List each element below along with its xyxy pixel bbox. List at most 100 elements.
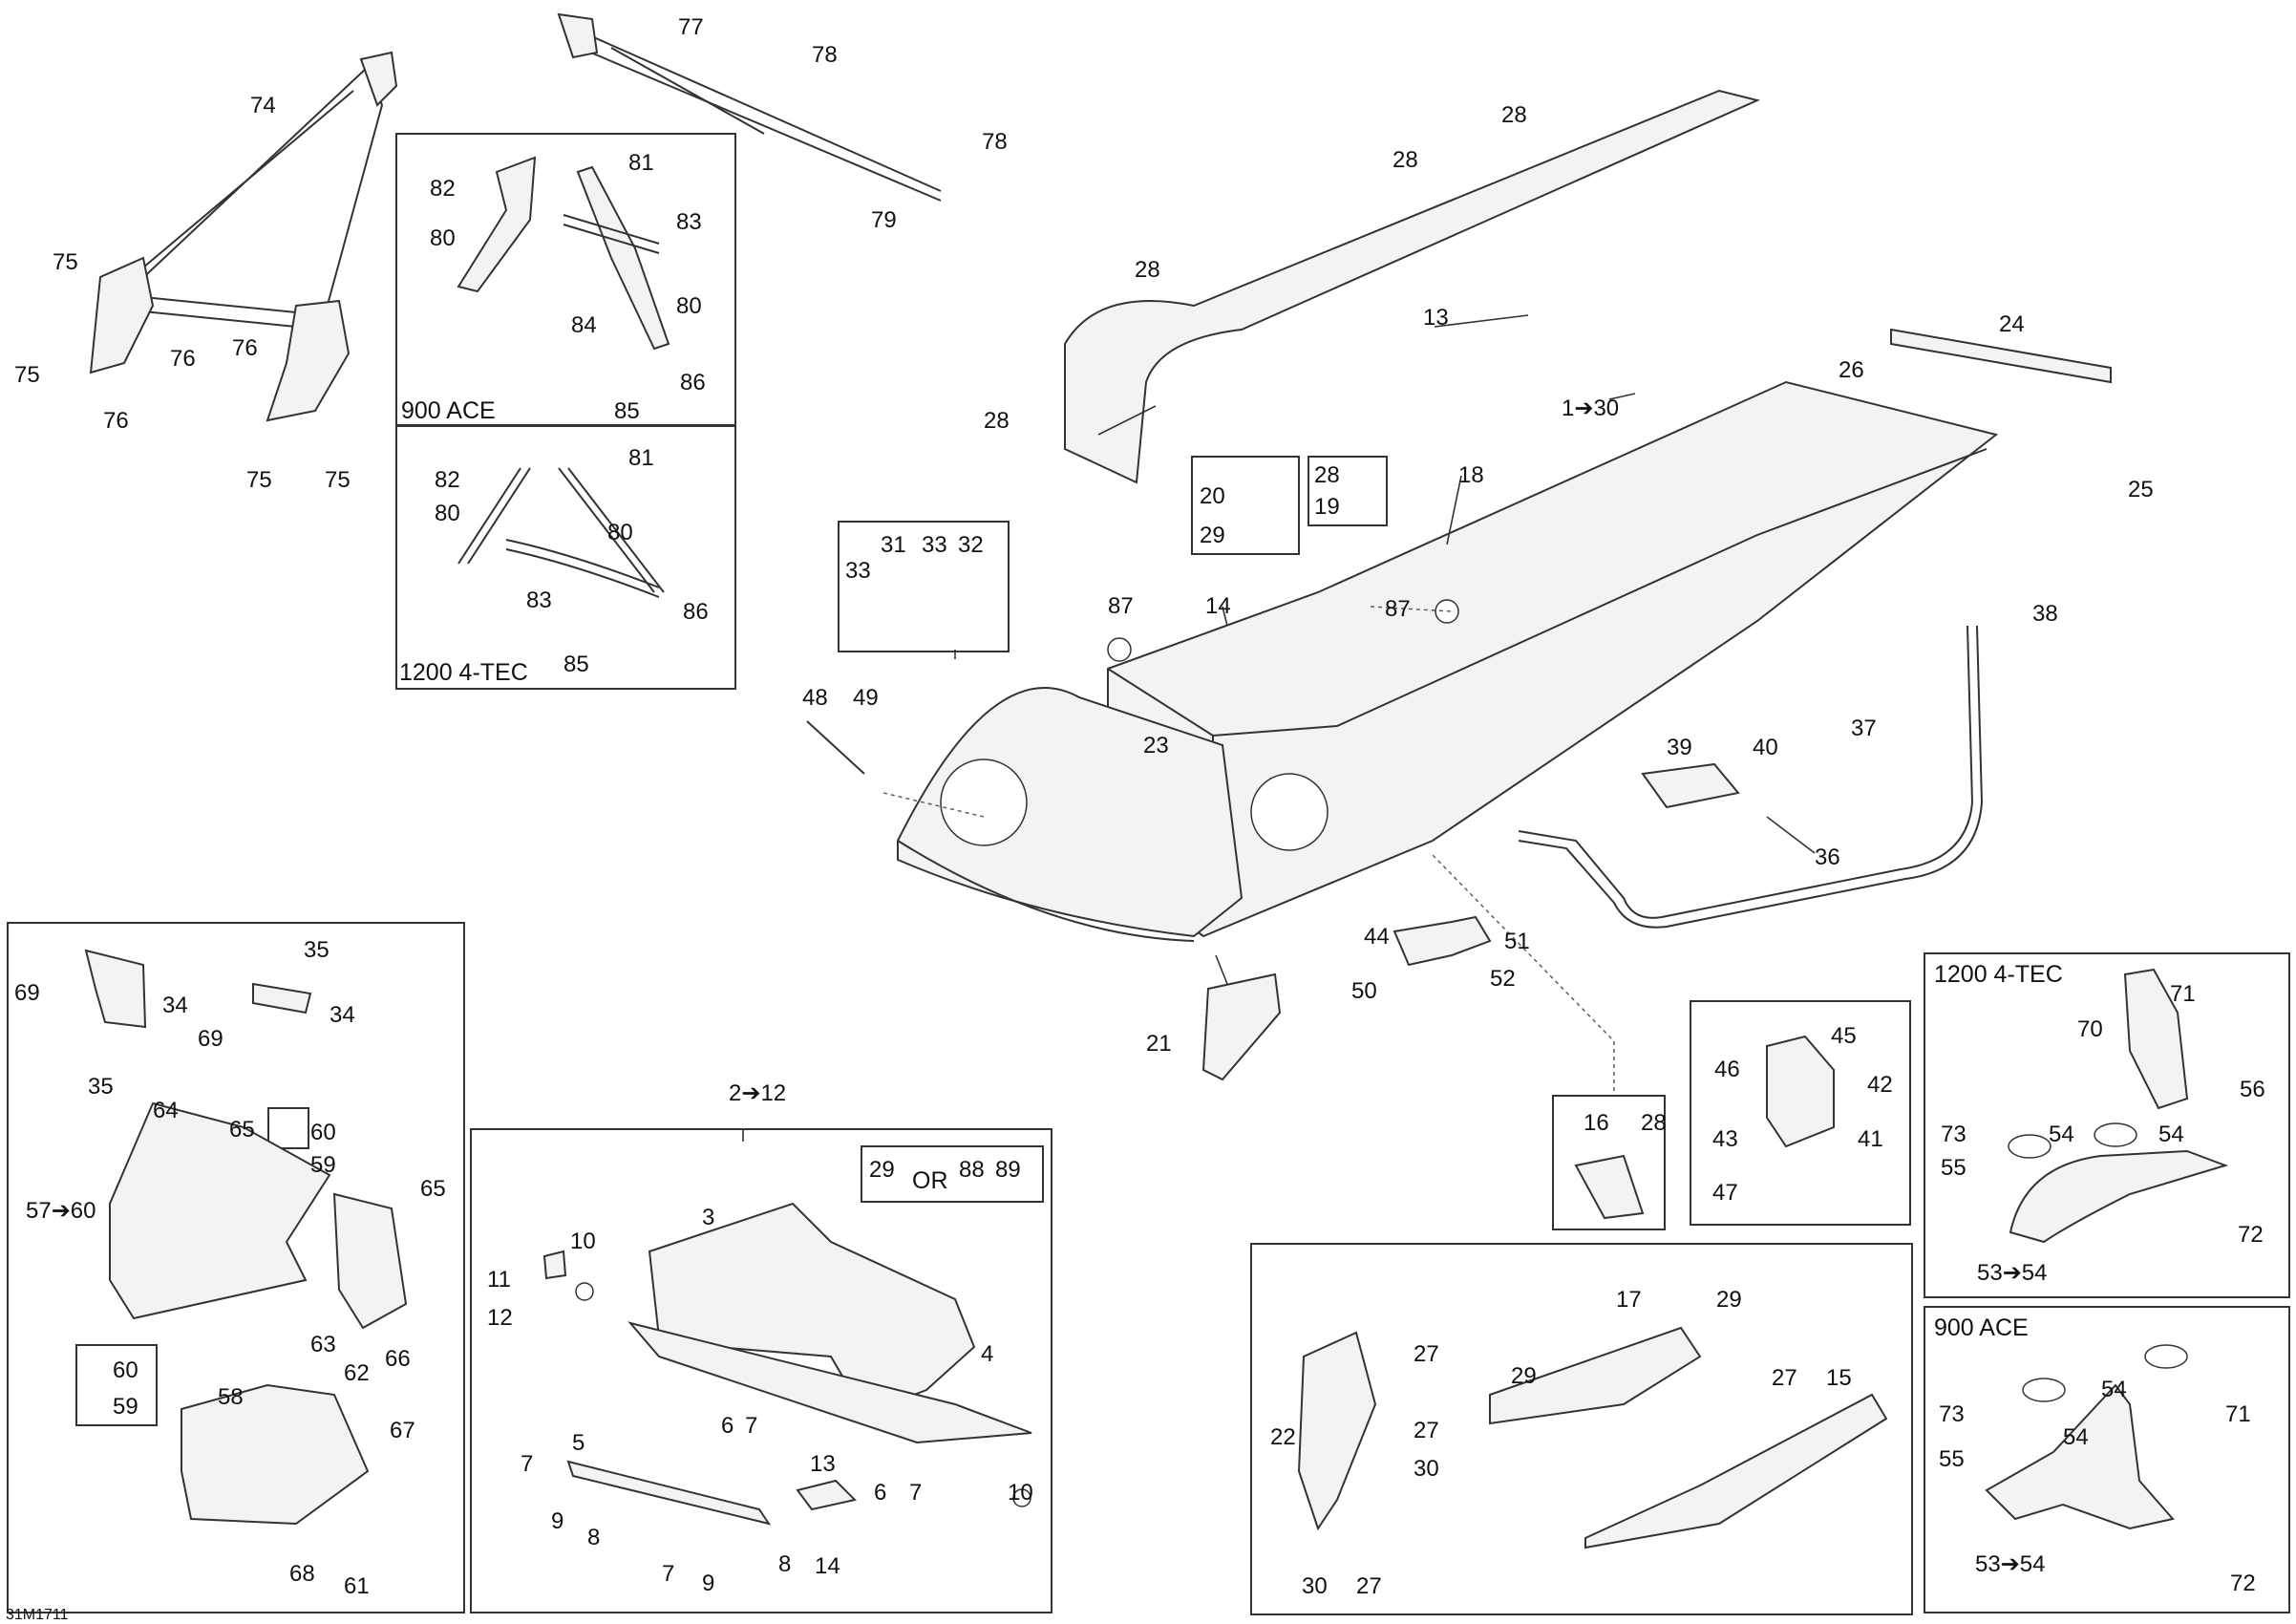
callout-38: 38 [2032, 601, 2058, 627]
rod-48 [806, 720, 865, 775]
inset-1200tec-upper [395, 425, 736, 690]
callout-56: 56 [2240, 1077, 2265, 1102]
callout-68: 68 [289, 1561, 315, 1587]
callout-24: 24 [1999, 311, 2025, 337]
panel-15 [1584, 1393, 1888, 1549]
callout-43: 43 [1712, 1126, 1738, 1152]
callout-53-54: 53➔54 [1975, 1551, 2046, 1577]
callout-7: 7 [662, 1561, 674, 1587]
callout-41: 41 [1858, 1126, 1883, 1152]
callout-11: 11 [487, 1267, 511, 1293]
callout-54: 54 [2101, 1377, 2127, 1402]
callout-29: 29 [1200, 523, 1225, 548]
heat-shield-34-right [252, 982, 312, 1015]
inset-16-28 [1552, 1095, 1666, 1230]
callout-9: 9 [551, 1508, 563, 1534]
heat-shield-34-left [84, 949, 147, 1029]
label-or: OR [912, 1167, 948, 1194]
callout-13: 13 [810, 1451, 836, 1477]
callout-59: 59 [113, 1394, 138, 1420]
panel-17 [1489, 1326, 1702, 1425]
main-tunnel [897, 380, 1999, 942]
callout-80: 80 [676, 293, 702, 319]
callout-13: 13 [1423, 305, 1449, 331]
inset-boxes [7, 133, 2290, 1615]
steering-support-74 [89, 51, 398, 422]
callout-23: 23 [1143, 733, 1169, 759]
callout-74: 74 [250, 93, 276, 118]
callout-42: 42 [1867, 1072, 1893, 1098]
callout-16: 16 [1584, 1110, 1609, 1136]
callout-35: 35 [304, 937, 330, 963]
callout-81: 81 [628, 150, 654, 176]
callout-46: 46 [1714, 1057, 1740, 1082]
callout-14: 14 [815, 1553, 840, 1579]
callout-75: 75 [246, 467, 272, 493]
callout-32: 32 [958, 532, 984, 558]
callout-5: 5 [572, 1430, 585, 1456]
reference-code: 31M1711 [6, 1607, 69, 1623]
callout-29: 29 [1511, 1363, 1537, 1389]
callout-25: 25 [2128, 477, 2154, 502]
callout-87: 87 [1108, 593, 1134, 619]
callout-75: 75 [14, 362, 40, 388]
callout-75: 75 [53, 249, 78, 275]
front-frame-2-12 [542, 1202, 1032, 1526]
inset-side-panels [1250, 1243, 1913, 1615]
callout-27: 27 [1356, 1573, 1382, 1599]
callout-60: 60 [310, 1120, 336, 1145]
callout-58: 58 [218, 1384, 244, 1410]
inset-60-59 [75, 1344, 158, 1426]
rail-5 [566, 1460, 772, 1526]
inset-900ace-mount [1924, 1306, 2290, 1613]
callout-7: 7 [745, 1413, 757, 1439]
inset-1200tec-mount [1924, 952, 2290, 1298]
callout-28: 28 [1641, 1110, 1667, 1136]
callout-10: 10 [570, 1229, 596, 1254]
callout-84: 84 [571, 312, 597, 338]
callout-22: 22 [1270, 1424, 1296, 1450]
callout-30: 30 [1414, 1456, 1439, 1482]
callout-82: 82 [435, 467, 460, 493]
label-1200-4tec-upper: 1200 4-TEC [399, 659, 528, 686]
callout-8: 8 [778, 1551, 791, 1577]
callout-6: 6 [874, 1480, 886, 1506]
callout-71: 71 [2225, 1401, 2251, 1427]
callout-63: 63 [310, 1332, 336, 1357]
callout-78: 78 [812, 42, 838, 68]
callout-20: 20 [1200, 483, 1225, 509]
callout-83: 83 [676, 209, 702, 235]
callout-85: 85 [614, 398, 640, 424]
callout-9: 9 [702, 1571, 714, 1596]
callout-78: 78 [982, 129, 1008, 155]
callout-21: 21 [1146, 1031, 1172, 1057]
callout-72: 72 [2230, 1571, 2256, 1596]
callout-62: 62 [344, 1360, 370, 1386]
callout-54: 54 [2158, 1122, 2184, 1147]
callout-77: 77 [678, 14, 704, 40]
callout-35: 35 [88, 1074, 114, 1100]
callout-76: 76 [232, 335, 258, 361]
callout-61: 61 [344, 1573, 370, 1599]
callout-71: 71 [2170, 981, 2196, 1007]
callout-45: 45 [1831, 1023, 1857, 1049]
inset-60-small [267, 1107, 309, 1149]
callout-65: 65 [229, 1117, 255, 1143]
callout-65: 65 [420, 1176, 446, 1202]
callout-27: 27 [1414, 1418, 1439, 1443]
callout-1-30: 1➔30 [1562, 395, 1619, 421]
callout-81: 81 [628, 445, 654, 471]
rail-24 [1890, 328, 2112, 384]
callout-88: 88 [959, 1157, 985, 1183]
callout-26: 26 [1839, 357, 1864, 383]
callout-19: 19 [1314, 494, 1340, 520]
inset-28-19 [1307, 456, 1388, 526]
callout-76: 76 [170, 346, 196, 372]
callout-54: 54 [2063, 1424, 2089, 1450]
callout-15: 15 [1826, 1365, 1852, 1391]
inset-or-fasteners [861, 1145, 1044, 1203]
label-1200-4tec-mount: 1200 4-TEC [1934, 961, 2063, 988]
callout-31: 31 [881, 532, 906, 558]
callout-48: 48 [802, 685, 828, 711]
callout-73: 73 [1941, 1122, 1966, 1147]
